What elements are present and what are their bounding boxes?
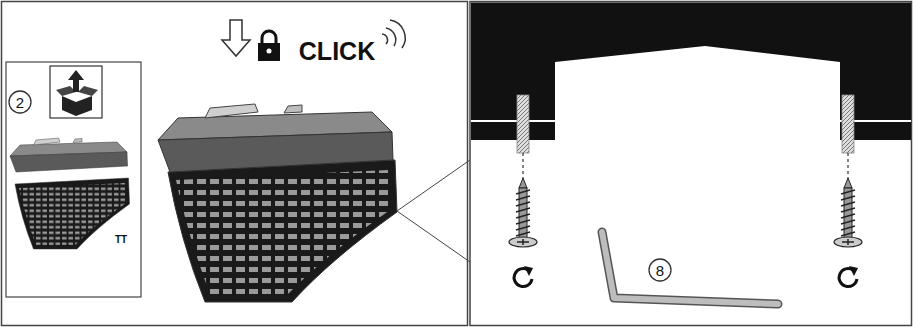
filter-exploded (10, 138, 130, 249)
callout-circle (649, 259, 671, 281)
inset-panel (6, 62, 141, 297)
left-panel (2, 2, 468, 326)
push-arrow (222, 20, 250, 56)
screw (834, 178, 862, 287)
padlock-icon (258, 31, 280, 61)
filter-assembled (158, 104, 397, 302)
screw-holes (517, 95, 854, 153)
zoom-lines (397, 160, 470, 262)
callout-circle (9, 91, 31, 113)
allen-key (602, 232, 778, 304)
callout-number: 2 (16, 95, 24, 110)
unpack-icon (50, 66, 102, 118)
part-mark: TT (115, 235, 127, 245)
sound-text: CLICK (299, 39, 375, 64)
guide-lines (523, 153, 848, 178)
screw (509, 178, 537, 287)
callout-number: 8 (656, 263, 664, 278)
right-panel (470, 2, 912, 326)
sound-waves (382, 20, 405, 48)
